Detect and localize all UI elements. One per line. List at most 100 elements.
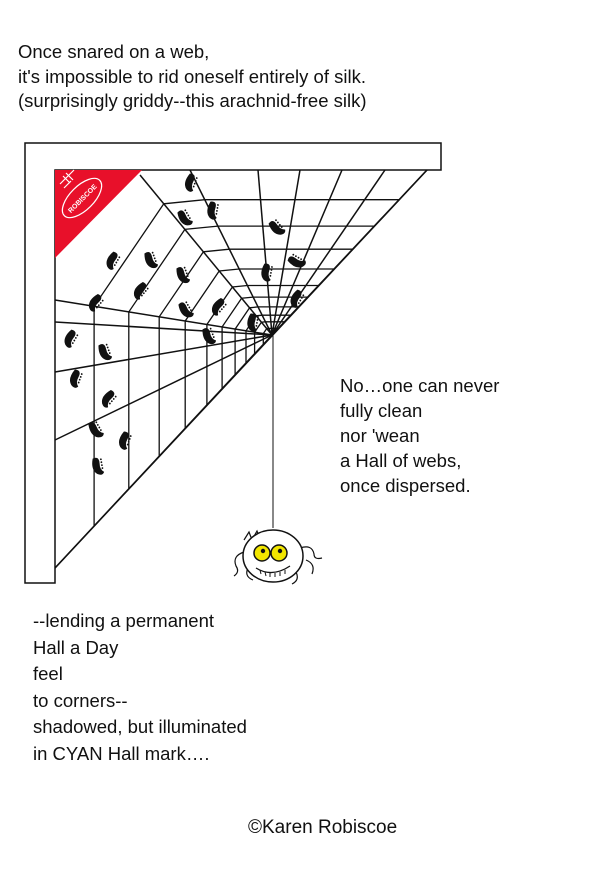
footprint-icon (178, 301, 194, 318)
footprint-toe (211, 333, 214, 336)
web-ring (221, 296, 308, 389)
intro-line: (surprisingly griddy--this arachnid-free… (18, 90, 367, 111)
footprint-toe (270, 271, 272, 274)
footprint-sole (247, 313, 257, 332)
footprint-icon (184, 173, 198, 192)
footprint-sole (184, 173, 195, 192)
stanza-line: No…one can never (340, 375, 500, 396)
footprint-toe (79, 375, 82, 378)
footprint-sole (177, 210, 193, 226)
footprint-toe (255, 324, 258, 327)
footprint-toe (154, 260, 157, 263)
footprint-toe (219, 310, 221, 313)
footprint-toe (95, 421, 98, 424)
footprint-toe (76, 334, 79, 337)
footprint-icon (64, 329, 79, 348)
web-radial (271, 169, 343, 336)
footprint-icon (290, 289, 305, 308)
footprint-icon (92, 457, 105, 475)
footprint-toe (224, 303, 227, 306)
footprint-toe (188, 306, 191, 309)
web-ring (128, 225, 375, 489)
footprint-toe (96, 306, 98, 309)
footprint-toe (97, 304, 100, 307)
footprint-toe (99, 458, 102, 461)
footprint-sole (69, 369, 80, 388)
footprint-toe (99, 302, 102, 304)
right-stanza: No…one can never fully clean nor 'wean a… (340, 373, 499, 498)
web-radial (54, 334, 273, 441)
stanza-line: once dispersed. (340, 475, 471, 496)
footprint-icon (101, 389, 117, 408)
footprint-toe (210, 330, 213, 333)
footprint-sole (144, 252, 159, 269)
web-radial (54, 334, 273, 373)
footprint-toe (77, 381, 80, 384)
stanza-line: feel (33, 663, 63, 684)
web-radial (271, 169, 386, 336)
footprint-toe (73, 339, 76, 342)
web-radial (54, 299, 273, 336)
footprint-sole (290, 289, 302, 308)
bottom-stanza: --lending a permanent Hall a Day feel to… (33, 608, 247, 767)
footprint-toe (216, 209, 218, 212)
footprint-toe (100, 461, 103, 464)
footprint-icon (268, 219, 286, 235)
footprint-toe (185, 272, 188, 275)
web-ring (184, 268, 334, 429)
spider (233, 335, 323, 585)
web-ring (245, 314, 291, 363)
footprint-toe (185, 212, 188, 214)
stanza-line: --lending a permanent (33, 610, 214, 631)
web-radial (139, 174, 273, 336)
footprint-toe (74, 337, 77, 339)
footprint-toe (71, 342, 74, 344)
footprint-toe (193, 182, 196, 185)
footprint-icon (98, 343, 113, 361)
footprint-toe (128, 437, 131, 440)
footprint-sole (101, 389, 115, 408)
footprint-toe (192, 185, 195, 188)
footprint-icon (207, 201, 219, 220)
footprint-toe (99, 429, 102, 431)
footprint-toe (188, 217, 191, 219)
footprint-toe (185, 301, 188, 304)
footprint-toe (256, 319, 259, 321)
footprint-toe (151, 251, 154, 254)
footprint-toe (110, 400, 113, 403)
footprint-sole (261, 263, 271, 282)
spider-web (54, 169, 428, 569)
footprint-toe (106, 346, 109, 349)
footprint-toe (127, 440, 130, 443)
stanza-line: fully clean (340, 400, 423, 421)
footprint-toe (96, 424, 99, 426)
footprint-toe (216, 207, 219, 209)
footprint-sole (211, 297, 225, 316)
footprint-icon (261, 263, 273, 282)
web-ring (206, 284, 319, 405)
footprint-icon (118, 431, 132, 450)
footprint-toe (275, 219, 277, 222)
footprint-toe (187, 214, 190, 217)
footprint-toe (114, 395, 117, 398)
stanza-line: to corners-- (33, 689, 128, 711)
footprint-toe (257, 316, 259, 318)
footprint-toe (215, 212, 218, 215)
intro-line: Once snared on a web, (18, 41, 210, 62)
footprint-toe (270, 269, 273, 271)
footprint-toe (80, 373, 83, 375)
footprint-toe (141, 294, 143, 297)
footprint-toe (194, 179, 197, 182)
footprint-toe (184, 269, 187, 272)
footprint-sole (178, 302, 194, 318)
footprint-sole (176, 267, 191, 284)
stanza-line: in CYAN Hall mark…. (33, 742, 210, 764)
footprint-toe (189, 309, 192, 311)
footprint-toe (112, 398, 115, 400)
footprint-toe (297, 302, 300, 304)
footprint-icon (287, 253, 306, 268)
footprint-toe (278, 223, 281, 226)
footprint-toe (300, 258, 302, 261)
robiscoe-logo: ROBISCOE (55, 169, 142, 258)
web-radial (54, 321, 273, 336)
